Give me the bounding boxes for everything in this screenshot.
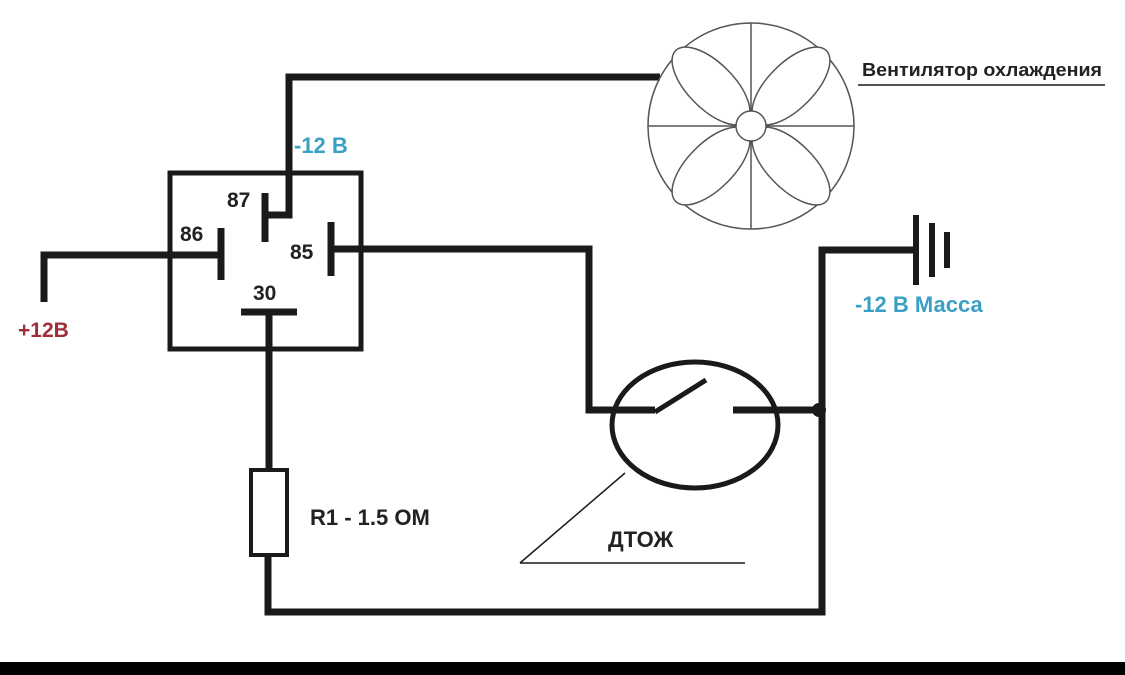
wire-return-bottom (264, 410, 826, 616)
minus12v-top-label: -12 В (294, 133, 348, 158)
sensor-leader-line (519, 472, 626, 564)
sensor-switch-blade (653, 377, 708, 415)
wire-plus12v-to-pin86 (40, 251, 218, 302)
pin30-label: 30 (253, 282, 276, 305)
ground-label: -12 В Масса (855, 292, 983, 317)
fan-icon (647, 22, 855, 230)
resistor-icon (249, 468, 289, 557)
pin85-label: 85 (290, 241, 314, 264)
fan-label: Вентилятор охлаждения (862, 60, 1102, 80)
relay-box (167, 170, 364, 352)
ground-icon (913, 215, 950, 285)
wire-fan-to-pin87 (265, 73, 660, 219)
temperature-switch-icon (519, 359, 781, 564)
sensor-label: ДТОЖ (608, 527, 673, 552)
pin87-label: 87 (227, 189, 250, 212)
junction-dot (812, 403, 826, 417)
plus12v-label: +12В (18, 319, 69, 342)
wire-pin85-to-sensor (333, 245, 655, 414)
sensor-circle (609, 359, 781, 491)
bottom-border-bar (0, 662, 1125, 675)
resistor-label: R1 - 1.5 ОМ (310, 505, 430, 530)
relay-pins (217, 193, 335, 316)
pin86-label: 86 (180, 223, 203, 246)
